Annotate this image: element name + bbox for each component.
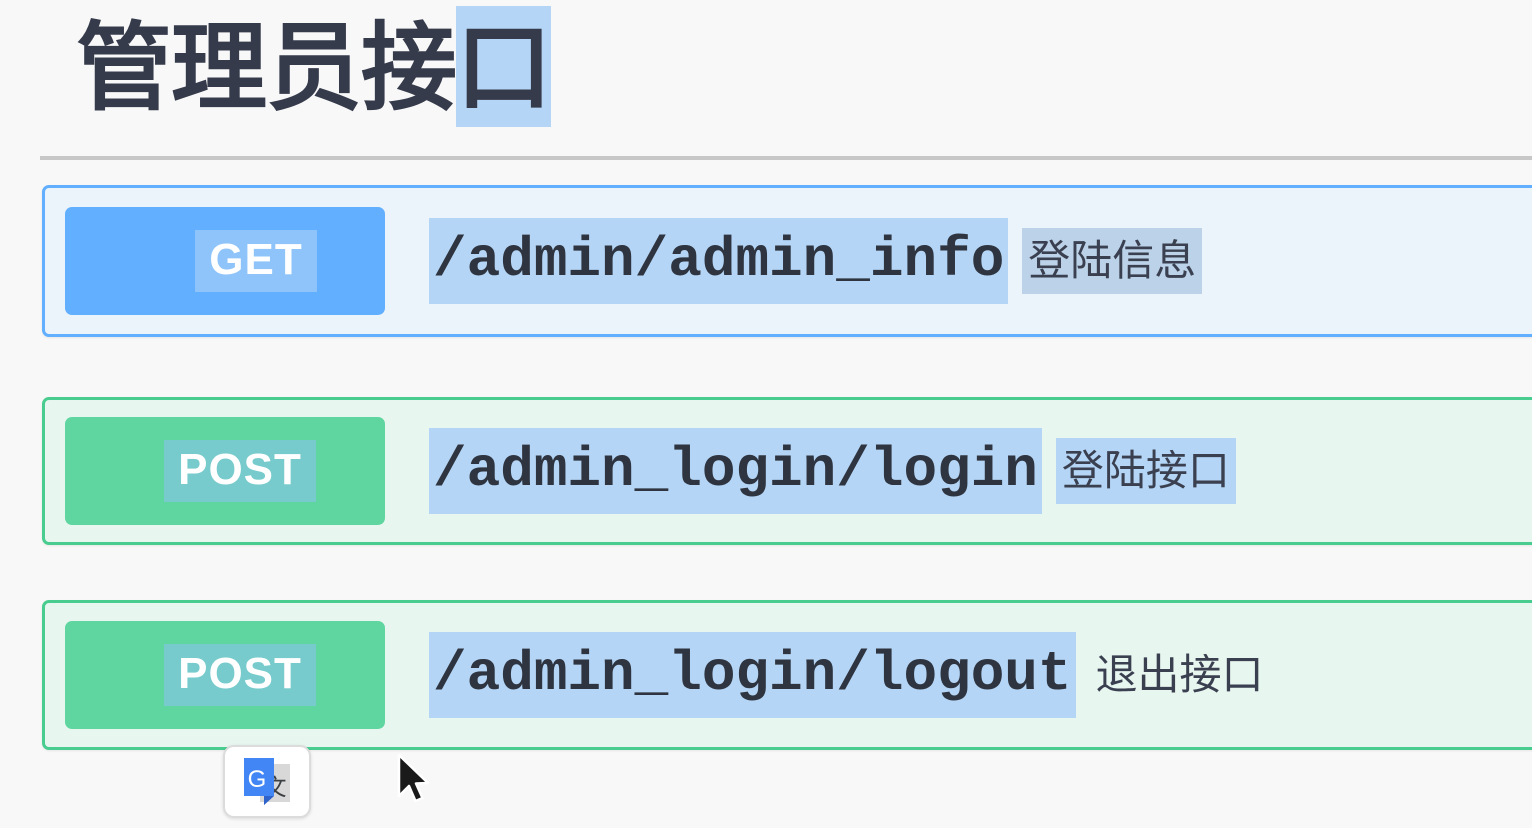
endpoint-description: 退出接口 <box>1095 650 1264 699</box>
page-header: 管理员接口 <box>0 0 1532 170</box>
title-divider <box>40 156 1532 160</box>
endpoint-row-post-logout[interactable]: POST /admin_login/logout 退出接口 <box>42 600 1532 750</box>
page-title-unselected: 管理员接 <box>76 12 457 124</box>
http-method-badge-post[interactable]: POST <box>65 417 385 525</box>
endpoint-text-group: /admin_login/login 登陆接口 <box>429 428 1532 514</box>
endpoint-row-get-admin-info[interactable]: GET /admin/admin_info 登陆信息 <box>42 185 1532 337</box>
google-translate-icon: 文 G <box>244 757 290 805</box>
svg-text:G: G <box>248 766 267 793</box>
google-translate-button[interactable]: 文 G <box>223 745 311 818</box>
http-method-label: POST <box>164 440 316 502</box>
http-method-label: GET <box>195 230 317 292</box>
page-title: 管理员接口 <box>76 6 552 128</box>
endpoint-path[interactable]: /admin_login/login <box>429 428 1042 514</box>
endpoint-path[interactable]: /admin/admin_info <box>429 218 1009 304</box>
endpoint-text-group: /admin_login/logout 退出接口 <box>429 632 1532 718</box>
endpoint-description: 登陆信息 <box>1022 228 1203 294</box>
http-method-label: POST <box>164 644 316 706</box>
endpoint-path[interactable]: /admin_login/logout <box>429 632 1076 718</box>
endpoint-description: 登陆接口 <box>1055 438 1236 504</box>
endpoint-text-group: /admin/admin_info 登陆信息 <box>429 218 1532 304</box>
endpoint-row-post-login[interactable]: POST /admin_login/login 登陆接口 <box>42 397 1532 545</box>
page-title-selected-text: 口 <box>456 6 552 127</box>
http-method-badge-get[interactable]: GET <box>65 207 385 315</box>
http-method-badge-post[interactable]: POST <box>65 621 385 729</box>
mouse-pointer-icon <box>397 753 430 803</box>
